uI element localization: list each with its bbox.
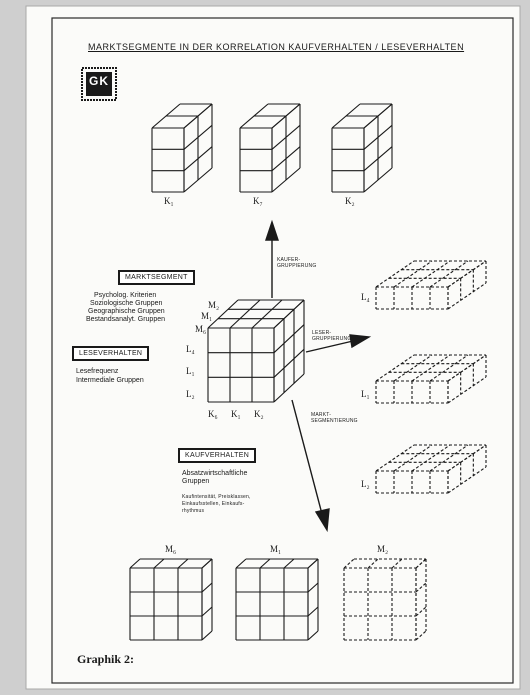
right-label-l4: L₄: [361, 292, 370, 302]
arrow-up-label: KAUFER-GRUPPIERUNG: [277, 257, 317, 269]
bottom-label-m6: M₆: [165, 544, 177, 554]
center-l4: L₄: [186, 344, 195, 354]
center-k6: K₆: [208, 409, 218, 419]
right-label-l2: L₂: [361, 479, 370, 489]
kaufverhalten-sub-3: rhythmus: [182, 508, 205, 514]
page-title: MARKTSEGMENTE IN DER KORRELATION KAUFVER…: [88, 42, 465, 52]
arrow-right-label: LESER-GRUPPIERUNG: [312, 330, 352, 342]
kaufverhalten-line-1: Absatzwirtschaftliche: [182, 470, 248, 477]
kaufverhalten-sub-2: Einkaufsstellen, Einkaufs-: [182, 501, 245, 507]
bottom-label-m2: M₂: [377, 544, 389, 554]
bottom-label-m1: M₁: [270, 544, 282, 554]
marktsegment-line-4: Bestandsanalyt. Gruppen: [86, 316, 165, 323]
marktsegment-line-1: Psycholog. Kriterien: [94, 292, 157, 299]
block-m6: [129, 558, 213, 641]
slab-l1: [375, 354, 487, 404]
inner-border: [51, 17, 514, 684]
center-m1: M₁: [201, 311, 213, 321]
slab-l4: [375, 260, 487, 310]
arrow-down-label: MARKT-SEGMENTIERUNG: [311, 412, 358, 424]
gk-logo: [81, 67, 117, 101]
arrow-up: [265, 219, 279, 298]
cube-k7: [239, 103, 301, 193]
slab-l2: [375, 444, 487, 494]
right-label-l1: L₁: [361, 389, 370, 399]
marktsegment-heading: MARKTSEGMENT: [118, 270, 195, 285]
center-k1: K₁: [231, 409, 241, 419]
arrow-right: [305, 334, 372, 353]
block-m2: [343, 558, 427, 641]
marktsegment-line-3: Geographische Gruppen: [88, 308, 165, 315]
top-label-k1: K₁: [164, 196, 174, 206]
leseverhalten-line-2: Intermediale Gruppen: [76, 377, 144, 384]
top-label-k7: K₇: [253, 196, 263, 206]
center-l1: L₁: [186, 366, 195, 376]
kaufverhalten-heading: KAUFVERHALTEN: [178, 448, 257, 463]
center-m6: M₆: [195, 324, 207, 334]
kaufverhalten-line-2: Gruppen: [182, 478, 210, 485]
cube-k1: [151, 103, 213, 193]
leseverhalten-line-1: Lesefrequenz: [76, 368, 119, 375]
center-m2: M₂: [208, 300, 220, 310]
marktsegment-line-2: Soziologische Gruppen: [90, 300, 163, 307]
leseverhalten-heading: LESEVERHALTEN: [72, 346, 150, 361]
kaufverhalten-sub-1: Kaufintensität, Preisklassen,: [182, 494, 251, 500]
logo-text: GK: [89, 74, 109, 88]
cube-k2: [331, 103, 393, 193]
block-m1: [235, 558, 319, 641]
center-l2: L₂: [186, 389, 195, 399]
caption: Graphik 2:: [77, 652, 135, 666]
center-k2: K₂: [254, 409, 264, 419]
cube-center: [207, 299, 305, 403]
arrow-down: [291, 399, 330, 533]
top-label-k2: K₂: [345, 196, 355, 206]
